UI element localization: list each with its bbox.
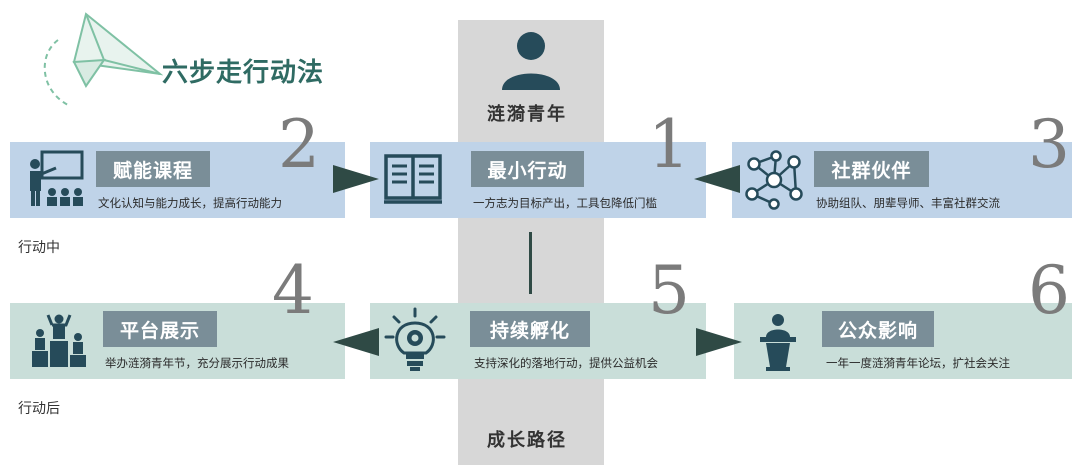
step-title-5: 持续孵化 bbox=[470, 311, 590, 347]
step-number-1: 1 bbox=[648, 106, 690, 183]
step-card-4: 平台展示 举办涟漪青年节，充分展示行动成果 bbox=[10, 303, 345, 379]
step-desc-5: 支持深化的落地行动，提供公益机会 bbox=[474, 356, 658, 370]
step-card-3: 社群伙伴 协助组队、朋辈导师、丰富社群交流 bbox=[732, 142, 1072, 218]
step-title-4: 平台展示 bbox=[103, 311, 217, 347]
step-card-6: 公众影响 一年一度涟漪青年论坛，扩社会关注 bbox=[734, 303, 1072, 379]
page-title: 六步走行动法 bbox=[162, 58, 325, 88]
step-number-6: 6 bbox=[1028, 252, 1070, 329]
step-card-2: 赋能课程 文化认知与能力成长，提高行动能力 bbox=[10, 142, 345, 218]
step-title-2: 赋能课程 bbox=[96, 151, 210, 187]
side-label-after: 行动后 bbox=[18, 401, 60, 417]
column-title: 涟漪青年 bbox=[487, 104, 567, 125]
step-desc-2: 文化认知与能力成长，提高行动能力 bbox=[98, 196, 282, 210]
step-card-1: 最小行动 一方志为目标产出，工具包降低门槛 bbox=[370, 142, 706, 218]
step-number-3: 3 bbox=[1028, 106, 1070, 183]
lightbulb-gear-icon bbox=[384, 307, 446, 371]
step-desc-3: 协助组队、朋辈导师、丰富社群交流 bbox=[816, 196, 1000, 210]
step-title-3: 社群伙伴 bbox=[814, 151, 929, 187]
arrow-left-icon bbox=[694, 165, 740, 193]
book-icon bbox=[384, 154, 442, 204]
column-footer: 成长路径 bbox=[487, 430, 567, 451]
teacher-icon bbox=[30, 150, 84, 206]
step-desc-4: 举办涟漪青年节，充分展示行动成果 bbox=[105, 356, 289, 370]
paper-plane-icon bbox=[43, 12, 163, 106]
speaker-podium-icon bbox=[760, 314, 796, 371]
step-title-1: 最小行动 bbox=[471, 151, 584, 187]
step-number-2: 2 bbox=[278, 106, 320, 183]
side-label-during: 行动中 bbox=[18, 240, 60, 256]
step-desc-1: 一方志为目标产出，工具包降低门槛 bbox=[473, 196, 657, 210]
arrow-right-icon bbox=[696, 328, 742, 356]
arrow-right-icon bbox=[333, 165, 379, 193]
person-icon bbox=[502, 32, 560, 90]
arrow-left-icon bbox=[333, 328, 379, 356]
vertical-connector bbox=[529, 232, 532, 294]
step-title-6: 公众影响 bbox=[822, 311, 934, 347]
network-icon bbox=[745, 150, 803, 210]
step-desc-6: 一年一度涟漪青年论坛，扩社会关注 bbox=[826, 356, 1010, 370]
podium-icon bbox=[32, 314, 86, 367]
step-number-5: 5 bbox=[648, 252, 690, 329]
step-number-4: 4 bbox=[272, 252, 314, 329]
step-card-5: 持续孵化 支持深化的落地行动，提供公益机会 bbox=[370, 303, 706, 379]
